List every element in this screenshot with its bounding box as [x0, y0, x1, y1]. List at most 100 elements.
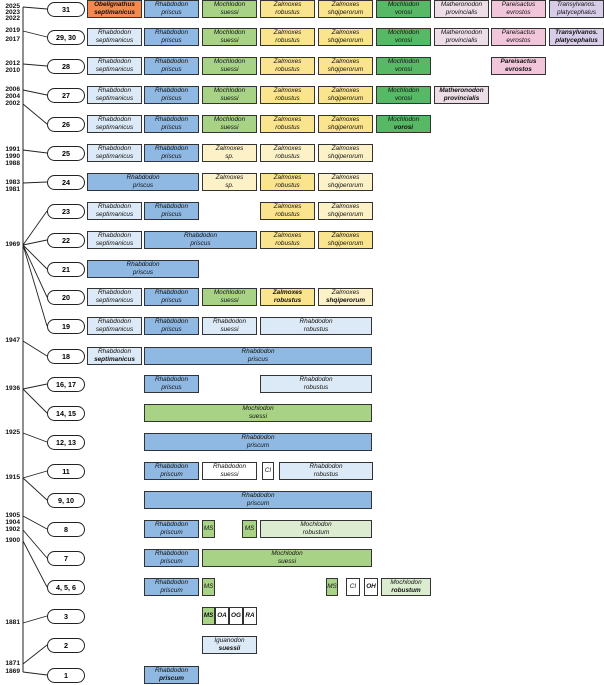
taxon-species: provincialis	[445, 37, 478, 44]
taxon-species: suessi	[248, 413, 268, 420]
taxon-species: suessi	[220, 9, 239, 16]
taxon-species: robustus	[275, 124, 300, 131]
taxon-species: vorosi	[394, 66, 413, 73]
year-label: 1871	[5, 660, 20, 667]
publication-number-badge: 1	[47, 667, 85, 683]
taxon-species: shqiperorum	[327, 37, 364, 44]
taxon-genus: Rhabdodon	[97, 58, 132, 66]
taxon-species: robustus	[313, 471, 339, 478]
taxon-species: evrostos	[506, 9, 531, 16]
taxon-genus: Mochlodon	[213, 289, 246, 297]
taxon-species: sp.	[225, 182, 234, 189]
taxon-genus: MS	[203, 583, 214, 591]
connector-line	[22, 644, 48, 665]
taxon-box: Transylvanos.platycephalus	[549, 0, 604, 18]
taxon-genus: Matheronodon	[439, 87, 484, 95]
year-label: 1915	[5, 474, 20, 481]
taxon-genus: Rhabdodon	[154, 521, 189, 529]
connector-line	[22, 540, 48, 588]
taxon-genus: Zalmoxes	[273, 58, 302, 66]
taxon-genus: Zalmoxes	[331, 29, 360, 37]
taxon-species: priscus	[161, 297, 182, 304]
taxon-genus: Mochlodon	[390, 579, 422, 587]
connector-line	[22, 103, 48, 125]
taxon-box: MS	[326, 578, 338, 596]
year-label: 1869	[5, 668, 20, 675]
publication-number-badge: 7	[47, 550, 85, 566]
taxon-species: priscum	[160, 587, 183, 594]
taxon-box: OH	[364, 578, 378, 596]
taxon-species: septimanicus	[94, 9, 135, 16]
taxon-genus: Rhabdodon	[97, 87, 132, 95]
publication-number-badge: 31	[47, 1, 85, 17]
taxon-genus: Mochlodon	[213, 87, 246, 95]
taxon-box: OA	[215, 607, 229, 625]
taxon-box: MS	[202, 578, 215, 596]
publication-number-badge: 4, 5, 6	[47, 579, 85, 595]
taxon-species: shqiperorum	[327, 153, 364, 160]
taxon-species: shqiperorum	[327, 240, 364, 247]
taxon-species: shqiperorum	[327, 9, 364, 16]
connector-line	[22, 6, 48, 10]
connector-line	[22, 244, 48, 298]
year-label: 1936	[5, 385, 20, 392]
taxon-genus: Rhabdodon	[154, 58, 189, 66]
taxon-genus: Zalmoxes	[273, 29, 302, 37]
taxon-genus: Rhabdodon	[309, 463, 343, 471]
taxon-species: septimanicus	[95, 326, 134, 333]
taxon-species: evrostos	[506, 37, 531, 44]
publication-number-badge: 19	[47, 318, 85, 334]
connector-line	[22, 210, 48, 246]
connector-line	[22, 149, 48, 154]
taxon-genus: Rhabdodon	[212, 463, 247, 471]
connector-line	[22, 30, 48, 38]
taxon-genus: Rhabdodon	[154, 145, 189, 153]
year-label: 1983	[5, 179, 20, 186]
year-label: 1900	[5, 537, 20, 544]
taxon-genus: MS	[327, 583, 337, 591]
taxon-species: robustus	[275, 66, 300, 73]
taxon-genus: Zalmoxes	[273, 1, 302, 9]
connector-line	[22, 388, 48, 414]
taxon-genus: Zalmoxes	[215, 145, 244, 153]
taxon-genus: Zalmoxes	[331, 58, 360, 66]
taxon-genus: Rhabdodon	[154, 1, 189, 9]
taxon-genus: Rhabdodon	[154, 29, 189, 37]
taxon-genus: Mochlodon	[213, 29, 246, 37]
taxon-genus: CI	[349, 583, 357, 591]
taxon-genus: Rhabdodon	[126, 261, 160, 269]
year-label: 2019	[5, 27, 20, 34]
taxon-species: priscus	[161, 153, 182, 160]
taxon-genus: Rhabdodon	[97, 289, 132, 297]
taxon-species: suessi	[220, 326, 239, 333]
taxon-genus: Zalmoxes	[331, 87, 360, 95]
taxon-species: robustus	[275, 9, 300, 16]
taxon-genus: Mochlodon	[387, 58, 420, 66]
taxon-genus: Pareisactus	[500, 58, 537, 66]
taxon-species: robustum	[302, 529, 330, 536]
taxon-species: priscum	[246, 500, 270, 507]
publication-number-badge: 29, 30	[47, 29, 85, 45]
taxon-genus: Pareisactus	[501, 1, 536, 9]
publication-number-badge: 3	[47, 608, 85, 624]
taxon-genus: Matheronodon	[440, 1, 483, 9]
